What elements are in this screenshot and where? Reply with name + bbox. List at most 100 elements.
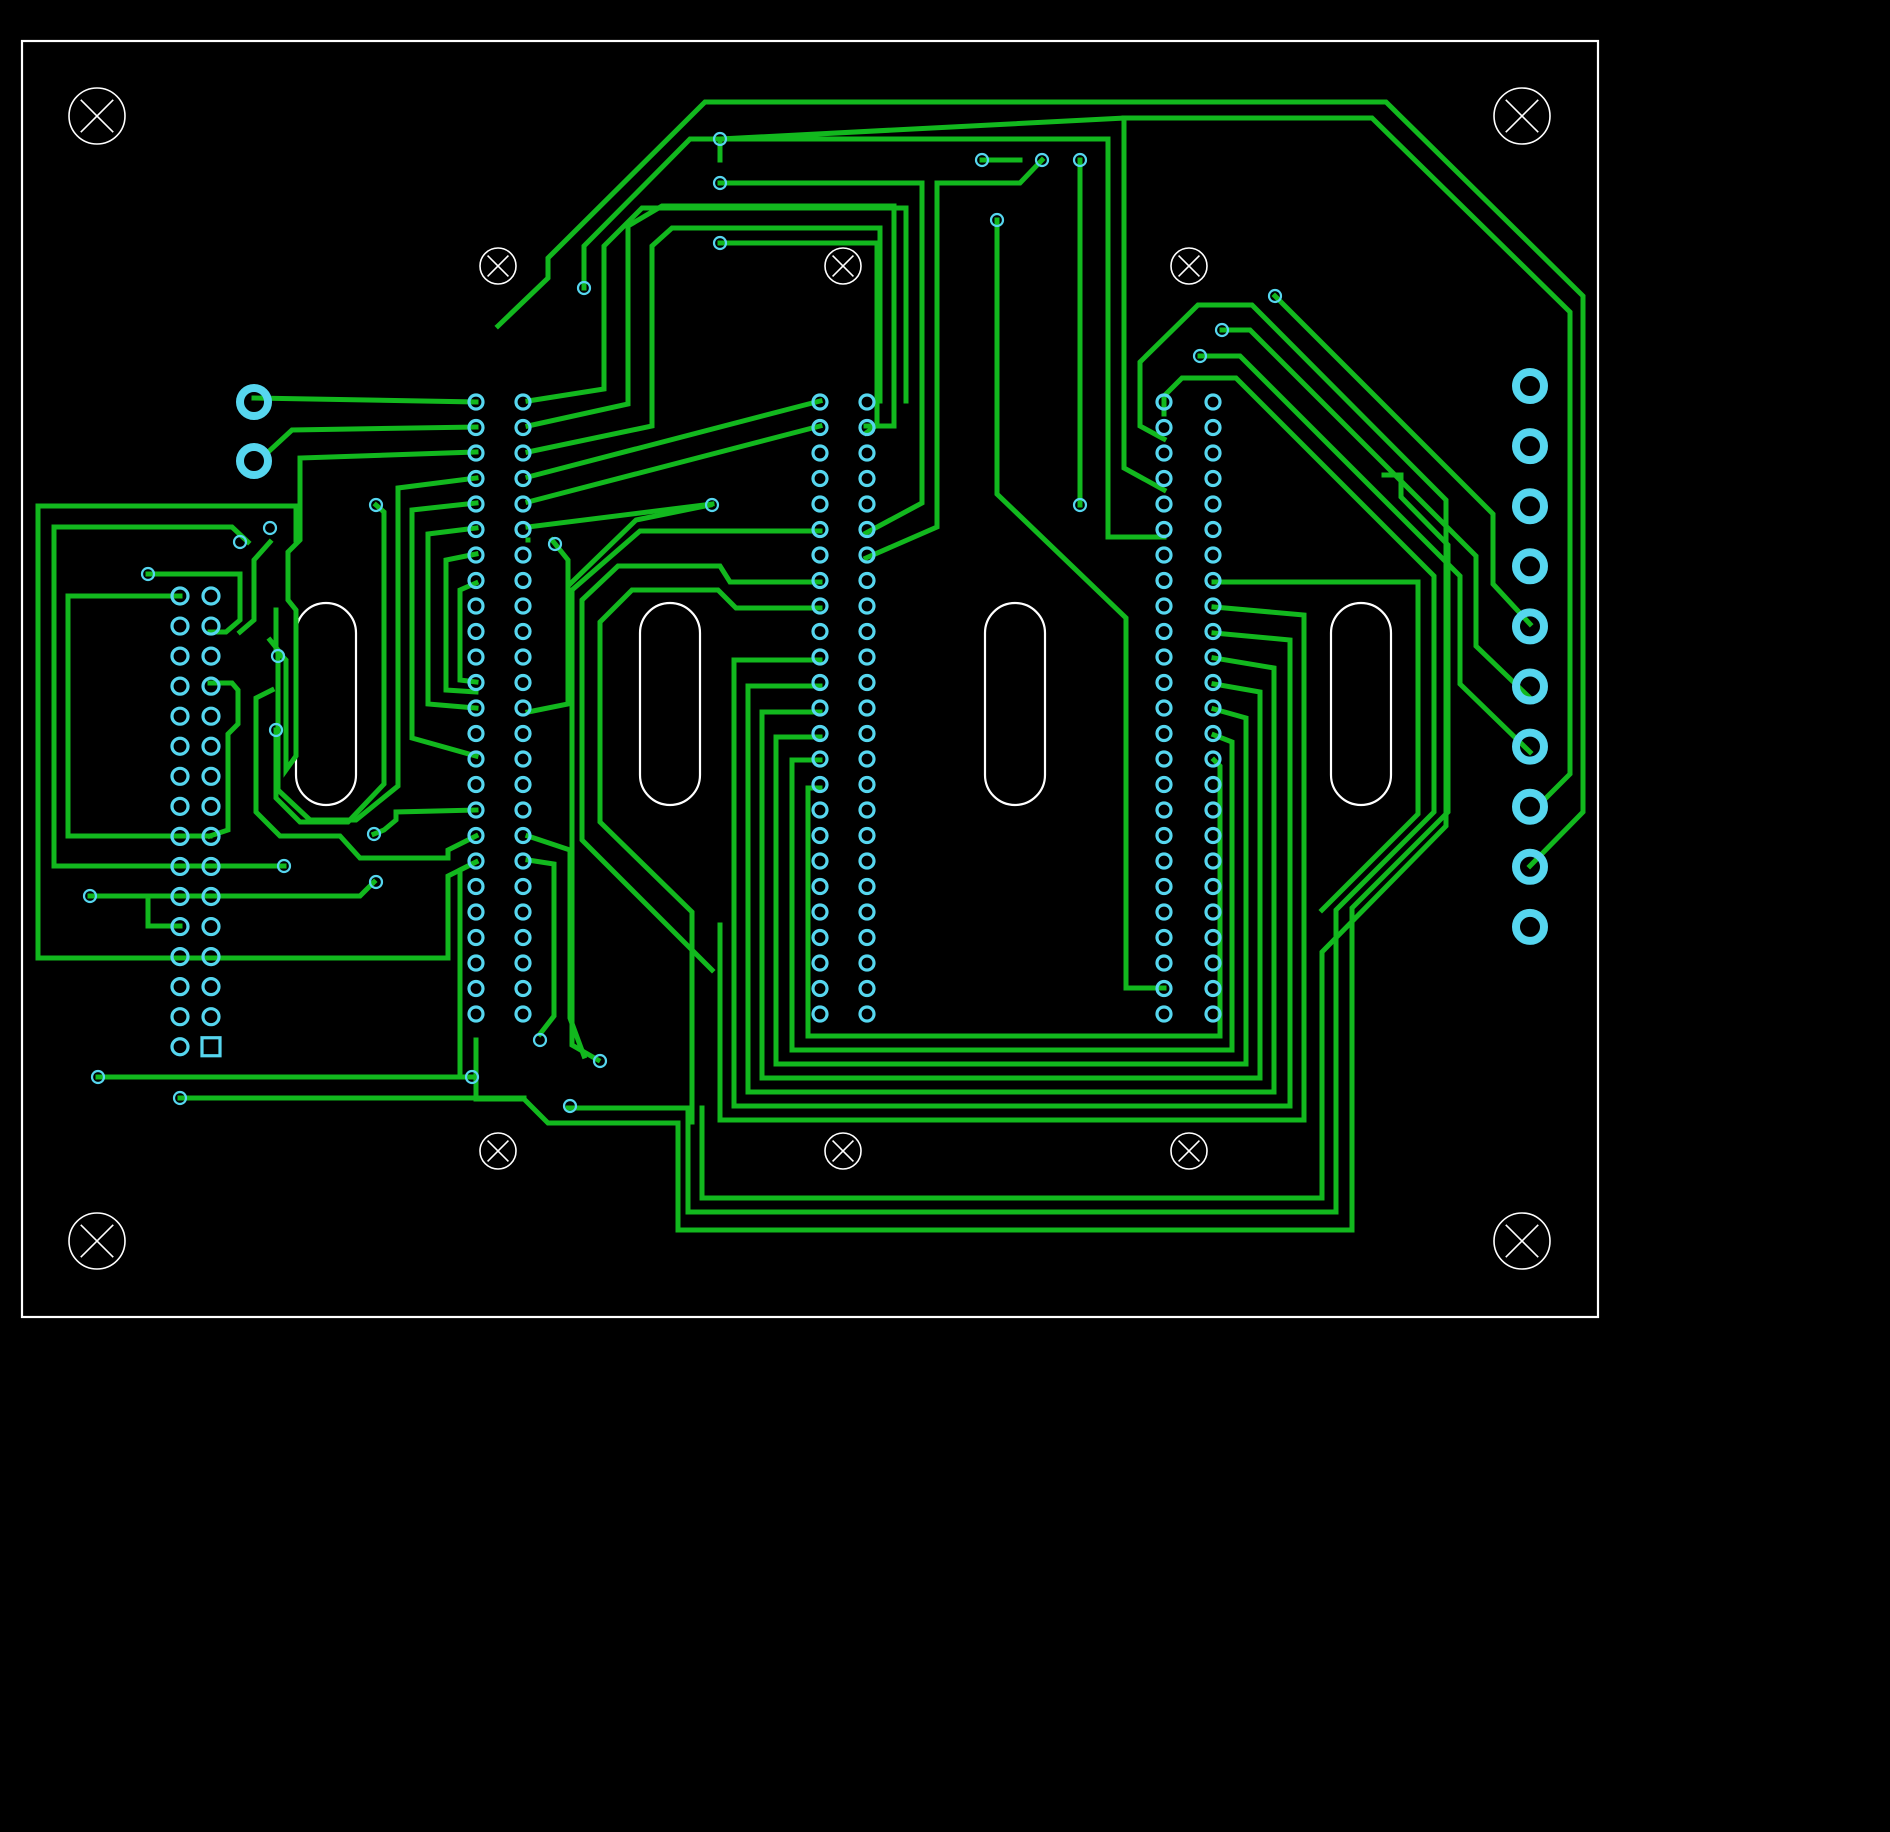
via bbox=[232, 534, 248, 550]
dip-pin bbox=[467, 954, 485, 972]
mounting-hole bbox=[479, 1132, 517, 1170]
header-pin bbox=[201, 766, 221, 786]
power-pin bbox=[236, 384, 272, 420]
dip-pin bbox=[514, 673, 532, 692]
header-pin bbox=[170, 646, 190, 666]
mounting-hole-ring bbox=[1493, 1212, 1551, 1270]
dip-pin bbox=[811, 699, 829, 717]
mounting-hole-cross bbox=[80, 99, 114, 133]
dip-pin bbox=[858, 1005, 876, 1023]
dip-pin bbox=[1155, 1005, 1173, 1023]
dip-pin bbox=[467, 903, 485, 921]
via bbox=[82, 888, 98, 904]
header-pin bbox=[170, 676, 190, 696]
dip-pin bbox=[467, 801, 485, 819]
dip-pin bbox=[1204, 418, 1222, 437]
via bbox=[1214, 322, 1230, 338]
dip-pin bbox=[1155, 724, 1173, 743]
mounting-hole-ring bbox=[68, 87, 126, 145]
copper-trace bbox=[253, 686, 480, 861]
dip-pin bbox=[811, 571, 829, 590]
copper-trace bbox=[773, 705, 1249, 1067]
connector-pin bbox=[1512, 728, 1548, 765]
header-pin bbox=[201, 856, 221, 877]
dip-pin bbox=[1204, 393, 1222, 411]
via bbox=[712, 131, 728, 147]
dip-pin bbox=[1204, 546, 1222, 564]
dip-pin bbox=[858, 418, 876, 437]
dip-pin bbox=[858, 903, 876, 921]
copper-trace bbox=[35, 503, 299, 961]
dip-pin bbox=[1155, 979, 1173, 998]
copper-trace bbox=[699, 302, 1449, 1201]
dip-pin bbox=[1204, 903, 1222, 921]
via bbox=[974, 152, 990, 168]
dip-pin bbox=[1155, 418, 1173, 437]
via bbox=[592, 1053, 608, 1069]
copper-trace bbox=[145, 893, 183, 929]
header-pin bbox=[201, 826, 221, 847]
dip-pin bbox=[1204, 622, 1222, 641]
power-pin bbox=[236, 443, 272, 479]
header-pin-square bbox=[200, 1036, 222, 1058]
copper-trace bbox=[525, 203, 897, 429]
dip-pin bbox=[514, 750, 532, 768]
copper-trace bbox=[65, 593, 183, 839]
dip-pin bbox=[467, 775, 485, 794]
dip-pin bbox=[858, 571, 876, 590]
header-pin bbox=[201, 796, 221, 816]
copper-trace bbox=[273, 501, 387, 825]
dip-pin bbox=[858, 597, 876, 615]
copper-trace bbox=[565, 375, 1437, 1215]
mounting-hole bbox=[1170, 247, 1208, 285]
mounting-hole-cross bbox=[831, 1139, 855, 1163]
copper-trace bbox=[236, 538, 274, 636]
copper-trace bbox=[525, 225, 883, 455]
dip-pin bbox=[811, 877, 829, 896]
copper-trace bbox=[1211, 579, 1421, 914]
copper-traces bbox=[35, 99, 1586, 1233]
dip-pin bbox=[514, 979, 532, 998]
connector-pin bbox=[1512, 608, 1548, 645]
via bbox=[268, 722, 284, 738]
dip-pin bbox=[811, 622, 829, 641]
dip-pin bbox=[1204, 877, 1222, 896]
dip-pin bbox=[514, 444, 532, 462]
header-pin bbox=[170, 886, 190, 907]
dip-pin bbox=[1155, 546, 1173, 564]
copper-trace bbox=[745, 655, 1277, 1095]
mounting-hole-ring bbox=[1170, 247, 1208, 285]
dip-pin bbox=[467, 699, 485, 717]
copper-trace bbox=[789, 731, 1235, 1053]
via bbox=[1267, 288, 1283, 304]
connector-pin bbox=[1512, 548, 1548, 585]
dip-pin bbox=[514, 648, 532, 666]
via bbox=[1192, 348, 1208, 364]
connector-pin bbox=[1512, 488, 1548, 525]
mounting-hole-cross bbox=[831, 254, 855, 278]
connector-pin bbox=[1512, 368, 1548, 404]
dip-pin bbox=[1155, 928, 1173, 947]
header-pin bbox=[201, 916, 221, 937]
dip-pin bbox=[811, 775, 829, 794]
dip-pin bbox=[811, 826, 829, 845]
copper-trace bbox=[862, 156, 1046, 562]
mounting-hole-ring bbox=[68, 1212, 126, 1270]
mounting-hole-ring bbox=[1170, 1132, 1208, 1170]
pads bbox=[170, 368, 1548, 1058]
header-pin bbox=[170, 1007, 190, 1027]
dip-pin bbox=[514, 826, 532, 845]
mounting-hole bbox=[68, 87, 126, 145]
mounting-hole bbox=[479, 247, 517, 285]
dip-pin bbox=[858, 877, 876, 896]
copper-trace bbox=[494, 99, 1586, 870]
dip-pin bbox=[467, 571, 485, 590]
dip-pin bbox=[1204, 852, 1222, 870]
dip-pin bbox=[1155, 495, 1173, 513]
copper-trace bbox=[445, 858, 480, 961]
dip-pin bbox=[811, 801, 829, 819]
via bbox=[1034, 152, 1050, 168]
header-pin bbox=[201, 676, 221, 696]
header-pin bbox=[201, 886, 221, 907]
